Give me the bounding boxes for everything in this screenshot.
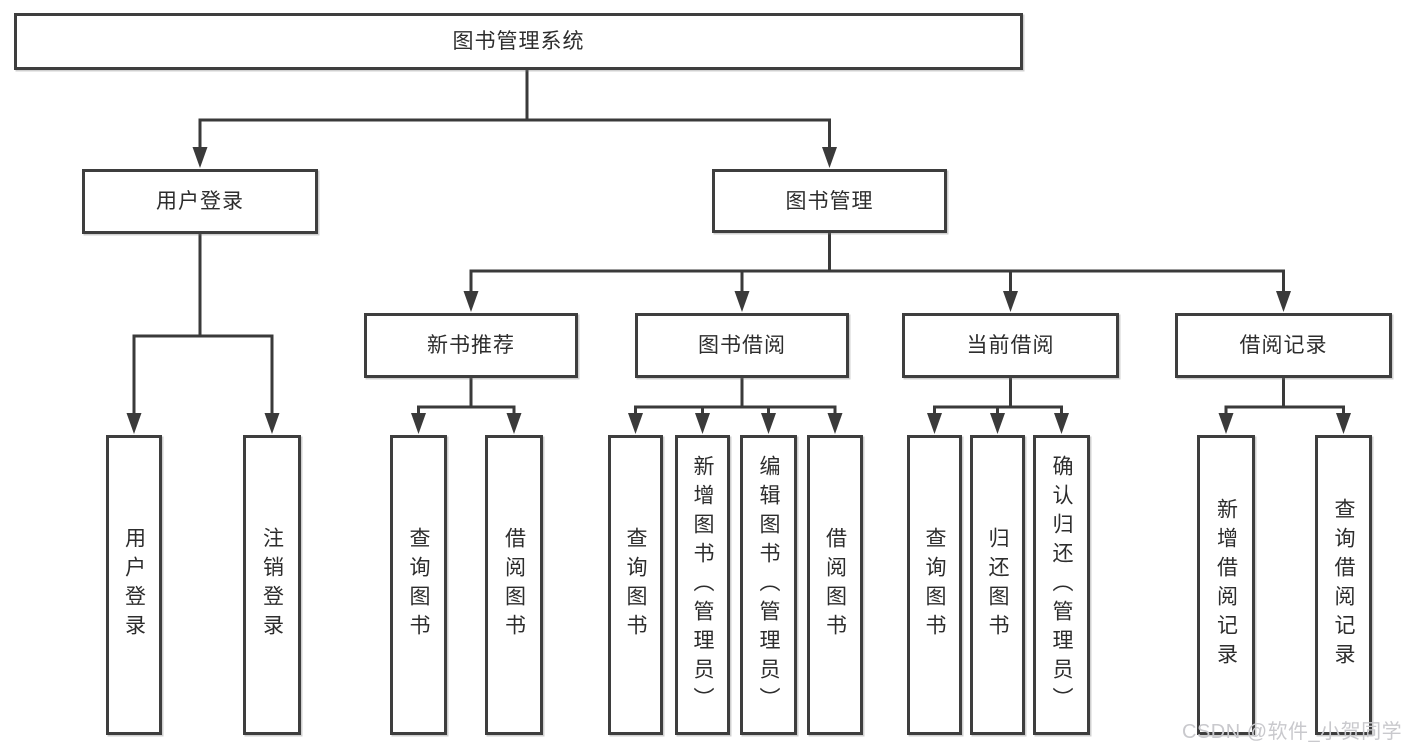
- watermark-text: CSDN @软件_小贺同学: [1182, 721, 1403, 743]
- node-current-borrow: 当前借阅: [902, 313, 1119, 378]
- node-leaf-add-book: 新增图书（管理员）: [675, 435, 730, 735]
- node-user-login: 用户登录: [82, 169, 318, 234]
- node-root: 图书管理系统: [14, 13, 1023, 70]
- node-book-mgmt: 图书管理: [712, 169, 947, 233]
- node-new-book-rec: 新书推荐: [364, 313, 578, 378]
- node-leaf-confirm-return: 确认归还（管理员）: [1033, 435, 1090, 735]
- node-leaf-query-book-2: 查询图书: [608, 435, 663, 735]
- node-leaf-logout-login: 注销登录: [243, 435, 301, 735]
- node-leaf-return-book: 归还图书: [970, 435, 1025, 735]
- node-leaf-query-borrow-record: 查询借阅记录: [1315, 435, 1372, 735]
- node-leaf-query-book-1: 查询图书: [390, 435, 447, 735]
- node-leaf-query-book-3: 查询图书: [907, 435, 962, 735]
- node-leaf-user-login: 用户登录: [106, 435, 162, 735]
- node-leaf-borrow-book-1: 借阅图书: [485, 435, 543, 735]
- node-book-borrow: 图书借阅: [635, 313, 849, 378]
- node-leaf-edit-book: 编辑图书（管理员）: [740, 435, 797, 735]
- node-leaf-borrow-book-2: 借阅图书: [807, 435, 863, 735]
- node-leaf-add-borrow-record: 新增借阅记录: [1197, 435, 1255, 735]
- node-borrow-records: 借阅记录: [1175, 313, 1392, 378]
